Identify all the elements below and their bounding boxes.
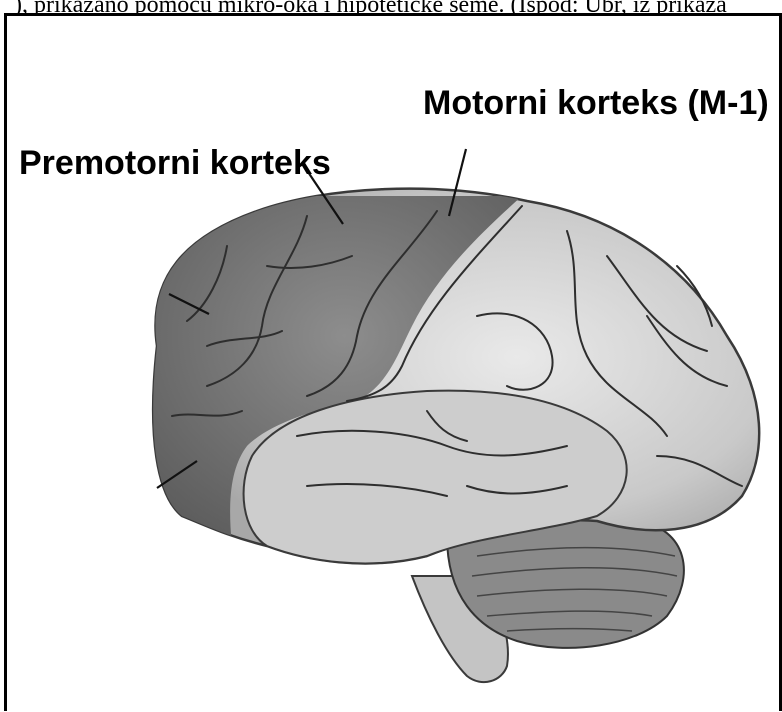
motor-cortex-label: Motorni korteks (M-1) [423,84,769,122]
brain-diagram: Motorni korteks (M-1) Premotorni korteks [7,16,779,711]
premotor-cortex-label: Premotorni korteks [19,144,331,182]
diagram-frame: Motorni korteks (M-1) Premotorni korteks [4,13,782,711]
